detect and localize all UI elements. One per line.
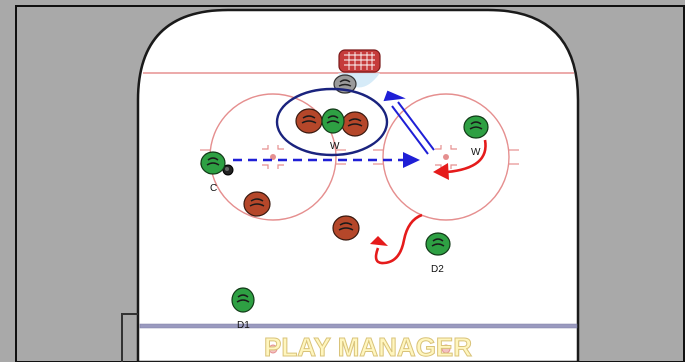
goal-net xyxy=(338,49,381,73)
opponent-player[interactable] xyxy=(295,108,323,134)
puck[interactable] xyxy=(222,164,234,176)
neutral-dot-right xyxy=(441,344,451,354)
player-label: D1 xyxy=(237,320,250,331)
player-c[interactable]: C xyxy=(200,151,226,194)
player-label: D2 xyxy=(431,264,444,275)
player-label: C xyxy=(210,183,217,194)
player-label: W xyxy=(330,141,340,152)
watermark: PLAY MANAGER xyxy=(264,332,472,362)
skate-arrow xyxy=(383,90,435,155)
player-d1[interactable]: D1 xyxy=(231,287,255,331)
pass-arrow xyxy=(233,152,420,168)
player-label: W xyxy=(471,147,481,158)
opponent-player[interactable] xyxy=(341,111,369,137)
player-w-right[interactable]: W xyxy=(463,115,489,158)
neutral-dot-left xyxy=(268,344,278,354)
player-d2[interactable]: D2 xyxy=(425,232,451,275)
blue-line xyxy=(139,323,578,329)
opponent-player[interactable] xyxy=(243,191,271,217)
opponent-player[interactable] xyxy=(332,215,360,241)
player-w-slot[interactable]: W xyxy=(321,108,345,152)
skate-path-d2 xyxy=(370,213,423,265)
skate-path-right xyxy=(433,139,487,180)
highlight-ring xyxy=(275,87,389,157)
frame-border xyxy=(15,5,685,362)
right-faceoff-circle xyxy=(373,93,519,221)
bench-door xyxy=(121,313,138,362)
